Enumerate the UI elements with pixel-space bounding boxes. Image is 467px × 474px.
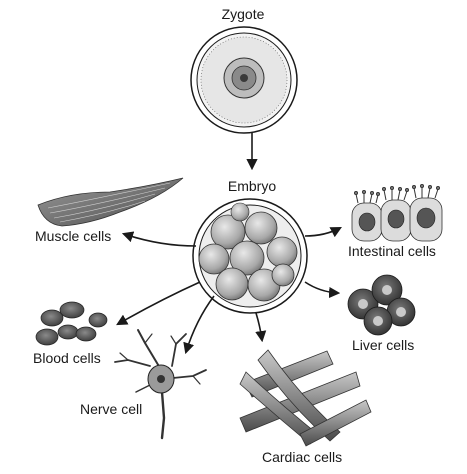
zygote-cell (190, 26, 298, 134)
label-liver-cells: Liver cells (352, 337, 415, 353)
label-muscle-cells: Muscle cells (35, 228, 112, 244)
label-embryo: Embryo (227, 178, 277, 194)
label-intestinal-cells: Intestinal cells (348, 243, 436, 259)
label-nerve-cell: Nerve cell (80, 401, 143, 417)
label-cardiac-cells: Cardiac cells (262, 449, 343, 465)
arrow-embryo-intestinal (304, 226, 342, 238)
muscle-cells (37, 177, 184, 227)
arrow-embryo-muscle (121, 231, 197, 247)
liver-cells (347, 274, 416, 336)
cardiac-cells (239, 349, 372, 447)
arrow-embryo-blood (116, 281, 201, 326)
arrow-embryo-cardiac (255, 312, 267, 343)
label-blood-cells: Blood cells (33, 350, 101, 366)
embryo-cell (192, 198, 308, 314)
arrow-embryo-nerve (183, 295, 215, 355)
arrow-embryo-liver (304, 281, 341, 299)
nerve-cell (114, 329, 207, 440)
intestinal-cells (351, 184, 443, 242)
blood-cells (35, 301, 108, 346)
label-zygote: Zygote (221, 6, 265, 22)
